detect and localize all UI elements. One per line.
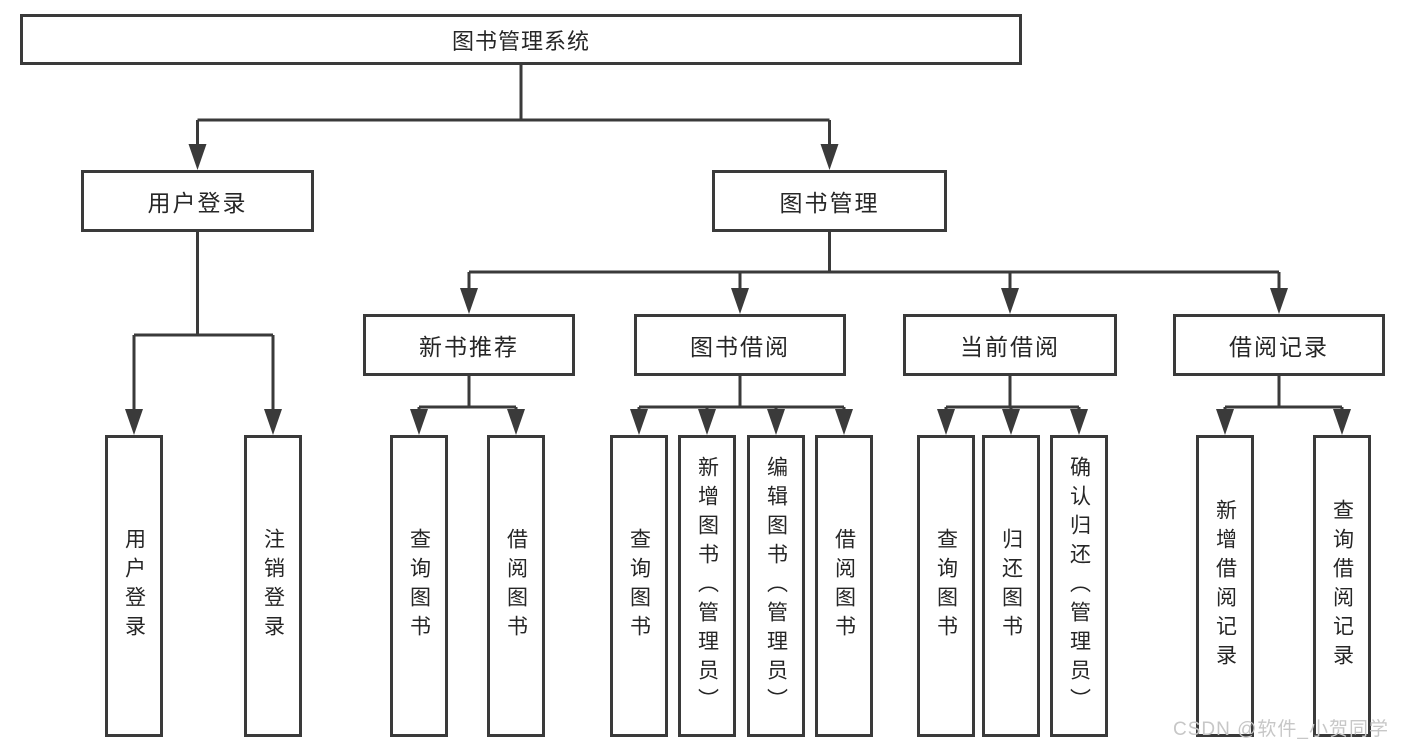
arrow-down-icon <box>264 409 282 435</box>
arrow-down-icon <box>731 288 749 314</box>
leaf-borrow-books-1: 借阅图书 <box>487 435 545 737</box>
leaf-add-borrow-record: 新增借阅记录 <box>1196 435 1254 737</box>
leaf-label: 借阅图书 <box>832 528 856 644</box>
leaf-query-books-2: 查询图书 <box>610 435 668 737</box>
leaf-label: 归还图书 <box>999 528 1023 644</box>
leaf-return-books: 归还图书 <box>982 435 1040 737</box>
leaf-label: 新增借阅记录 <box>1213 499 1237 673</box>
leaf-label: 查询图书 <box>627 528 651 644</box>
leaf-label: 确认归还（管理员） <box>1067 455 1091 717</box>
arrow-down-icon <box>188 144 207 170</box>
leaf-query-books-3: 查询图书 <box>917 435 975 737</box>
leaf-label: 查询借阅记录 <box>1330 499 1354 673</box>
node-borrow-records: 借阅记录 <box>1173 314 1385 376</box>
leaf-label: 新增图书（管理员） <box>695 455 719 717</box>
leaf-label: 借阅图书 <box>504 528 528 644</box>
csdn-watermark: CSDN @软件_小贺同学 <box>1173 719 1389 740</box>
leaf-label: 查询图书 <box>934 528 958 644</box>
arrow-down-icon <box>1070 409 1088 435</box>
node-book-management: 图书管理 <box>712 170 947 232</box>
leaf-label: 用户登录 <box>122 528 146 644</box>
arrow-down-icon <box>507 409 525 435</box>
arrow-down-icon <box>125 409 143 435</box>
node-new-book-recommend: 新书推荐 <box>363 314 575 376</box>
arrow-down-icon <box>1001 288 1019 314</box>
arrow-down-icon <box>1002 409 1020 435</box>
arrow-down-icon <box>835 409 853 435</box>
arrow-down-icon <box>937 409 955 435</box>
node-current-borrow: 当前借阅 <box>903 314 1117 376</box>
node-user-login: 用户登录 <box>81 170 314 232</box>
connector-paths <box>132 65 1344 410</box>
arrow-down-icon <box>1216 409 1234 435</box>
arrow-down-icon <box>1270 288 1288 314</box>
node-root-system: 图书管理系统 <box>20 14 1022 65</box>
leaf-logout: 注销登录 <box>244 435 302 737</box>
arrow-down-icon <box>767 409 785 435</box>
arrow-down-icon <box>460 288 478 314</box>
leaf-borrow-books-2: 借阅图书 <box>815 435 873 737</box>
leaf-edit-books-admin: 编辑图书（管理员） <box>747 435 805 737</box>
leaf-label: 编辑图书（管理员） <box>764 455 788 717</box>
arrow-down-icon <box>410 409 428 435</box>
leaf-add-books-admin: 新增图书（管理员） <box>678 435 736 737</box>
arrow-down-icon <box>698 409 716 435</box>
leaf-query-books-1: 查询图书 <box>390 435 448 737</box>
leaf-confirm-return-admin: 确认归还（管理员） <box>1050 435 1108 737</box>
arrow-down-icon <box>820 144 839 170</box>
leaf-label: 注销登录 <box>261 528 285 644</box>
leaf-user-login: 用户登录 <box>105 435 163 737</box>
leaf-query-borrow-record: 查询借阅记录 <box>1313 435 1371 737</box>
arrowhead-icons <box>125 144 1351 435</box>
leaf-label: 查询图书 <box>407 528 431 644</box>
arrow-down-icon <box>1333 409 1351 435</box>
node-book-borrow: 图书借阅 <box>634 314 846 376</box>
arrow-down-icon <box>630 409 648 435</box>
